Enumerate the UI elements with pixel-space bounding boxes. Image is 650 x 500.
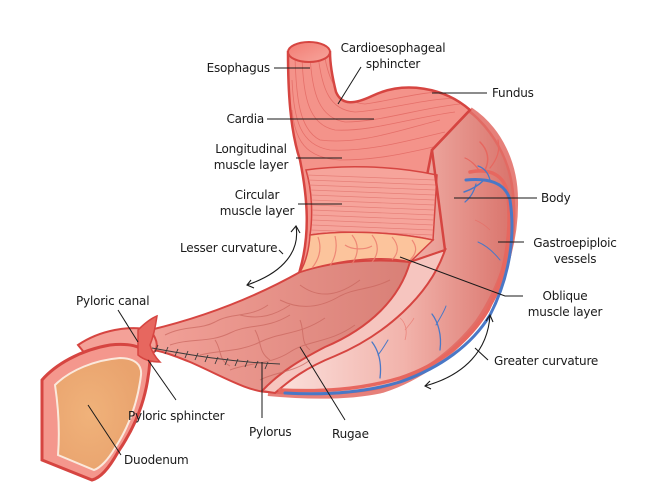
label-esophagus: Esophagus: [206, 61, 271, 75]
pylorus-stitch-line: [151, 344, 281, 370]
pyloric-sphincter-shape: [137, 314, 162, 363]
minor-vessels: [399, 219, 491, 341]
label-fundus: Fundus: [492, 86, 534, 100]
label-longitudinal-muscle-layer: Longitudinal muscle layer: [206, 141, 296, 173]
label-circular-line1: Circular: [234, 188, 280, 202]
longitudinal-fibers: [291, 54, 463, 161]
cutaway-edge: [430, 109, 471, 251]
label-longitudinal-line1: Longitudinal: [215, 142, 287, 156]
duodenum-lumen: [53, 356, 143, 472]
label-gastroepiploic-vessels: Gastroepiploic vessels: [524, 235, 626, 267]
circular-fibers: [306, 174, 437, 236]
label-cardia: Cardia: [226, 112, 264, 126]
label-body: Body: [541, 191, 571, 205]
esophagus-opening: [287, 41, 331, 63]
leader-rugae: [299, 346, 346, 421]
label-rugae: Rugae: [332, 427, 369, 441]
greater-curvature-arrow: [424, 313, 494, 390]
label-pyloric-canal: Pyloric canal: [76, 294, 150, 308]
lesser-curvature-arrow: [246, 225, 301, 289]
antrum-outer-band: [259, 248, 447, 395]
oblique-muscle-band: [298, 231, 435, 274]
label-greater-curvature: Greater curvature: [494, 354, 599, 368]
label-cardioesophageal-sphincter: Cardioesophageal sphincter: [334, 40, 452, 72]
label-oblique-line1: Oblique: [542, 289, 588, 303]
label-longitudinal-line2: muscle layer: [213, 158, 289, 172]
label-oblique-line2: muscle layer: [527, 305, 603, 319]
label-circular-line2: muscle layer: [219, 204, 295, 218]
label-pylorus: Pylorus: [249, 425, 292, 439]
rugae-folds: [164, 279, 391, 381]
label-gastroepiploic-line1: Gastroepiploic: [533, 236, 617, 250]
leader-lines: [87, 66, 537, 456]
leader-pyloric-sphincter: [147, 359, 177, 401]
label-lesser-curvature: Lesser curvature: [180, 241, 278, 255]
label-oblique-muscle-layer: Oblique muscle layer: [520, 288, 610, 320]
oblique-fibers: [311, 234, 417, 269]
label-cardioesophageal-line1: Cardioesophageal: [340, 41, 446, 55]
label-circular-muscle-layer: Circular muscle layer: [212, 187, 302, 219]
leader-cardioesophageal: [337, 66, 362, 105]
leader-duodenum: [87, 404, 122, 456]
label-gastroepiploic-line2: vessels: [553, 252, 597, 266]
label-duodenum: Duodenum: [124, 453, 189, 467]
label-cardioesophageal-line2: sphincter: [365, 57, 421, 71]
label-pyloric-sphincter: Pyloric sphincter: [128, 409, 225, 423]
leader-oblique: [399, 256, 523, 297]
leader-pyloric-canal: [117, 309, 139, 343]
